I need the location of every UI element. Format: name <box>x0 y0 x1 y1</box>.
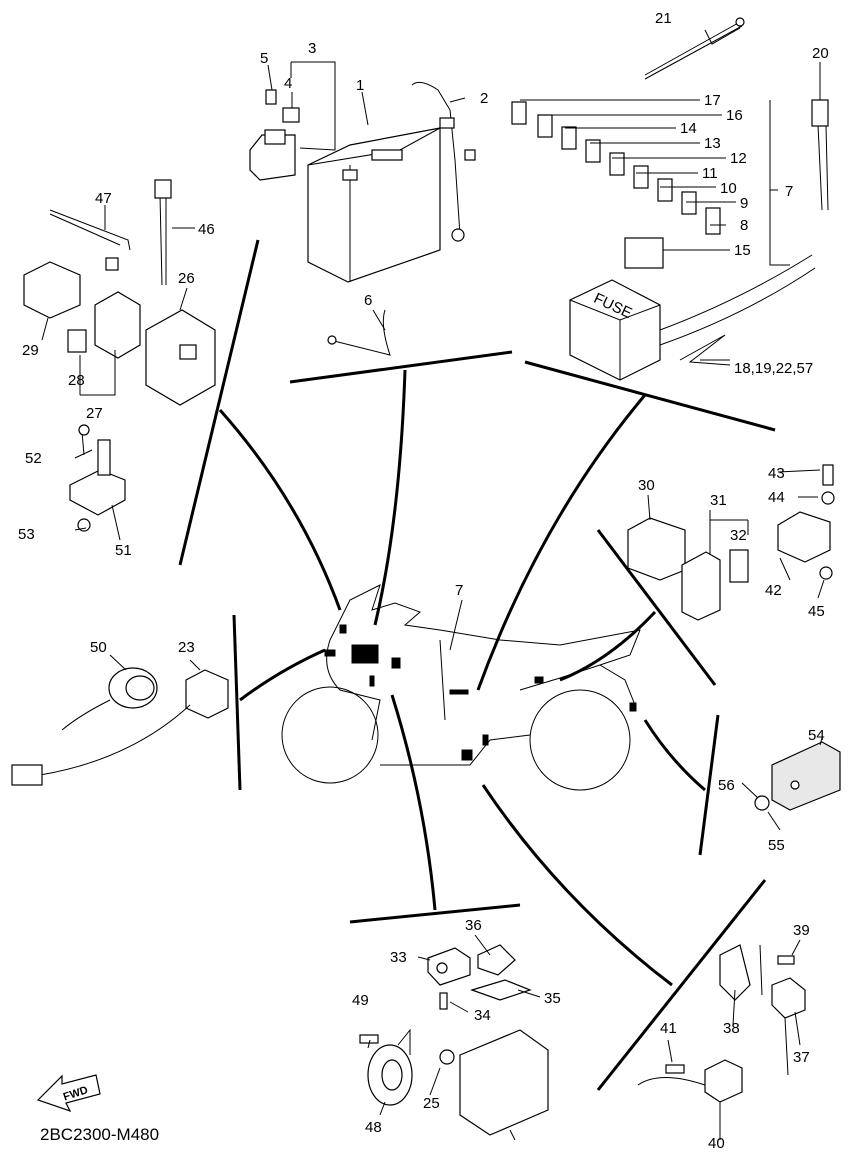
sensor-42 <box>777 464 835 580</box>
bracket-36 <box>470 944 532 1001</box>
callout-23: 23 <box>178 639 195 656</box>
callout-39: 39 <box>793 922 810 939</box>
callout-41: 41 <box>660 1020 677 1037</box>
callout-6: 6 <box>364 292 372 309</box>
sensor-23 <box>11 669 229 786</box>
reflector-54 <box>754 741 841 811</box>
callout-47: 47 <box>95 190 112 207</box>
callout-16: 16 <box>726 107 743 124</box>
callout-51: 51 <box>115 542 132 559</box>
callout-4: 4 <box>284 75 292 92</box>
callout-28: 28 <box>68 372 85 389</box>
callout-26: 26 <box>178 270 195 287</box>
callout-32: 32 <box>730 527 747 544</box>
callout-54: 54 <box>808 727 825 744</box>
band-46 <box>154 179 172 286</box>
callout-labels: 1 2 3 4 5 6 7 7 8 9 10 11 12 13 14 15 16… <box>18 10 829 1152</box>
group-frames <box>178 239 776 1091</box>
callout-leaders <box>41 27 825 1141</box>
sensor-51 <box>69 424 126 532</box>
callout-56: 56 <box>718 777 735 794</box>
ecu-25 <box>439 1029 549 1136</box>
callout-43: 43 <box>768 465 785 482</box>
band-21 <box>644 17 745 80</box>
sensor-37 <box>759 944 806 1076</box>
callout-14: 14 <box>680 120 697 137</box>
callout-10: 10 <box>720 180 737 197</box>
callout-3: 3 <box>308 40 316 57</box>
rear-wheel <box>529 689 631 791</box>
relay-31 <box>681 551 721 621</box>
callout-38: 38 <box>723 1020 740 1037</box>
wire-bracket-47 <box>49 209 131 271</box>
callout-9: 9 <box>740 195 748 212</box>
callout-29: 29 <box>22 342 39 359</box>
callout-48: 48 <box>365 1119 382 1136</box>
callout-21: 21 <box>655 10 672 27</box>
callout-2: 2 <box>480 90 488 107</box>
callout-50: 50 <box>90 639 107 656</box>
callout-33: 33 <box>390 949 407 966</box>
callout-18: 18,19,22,57 <box>734 360 813 377</box>
callout-8: 8 <box>740 217 748 234</box>
callout-53: 53 <box>18 526 35 543</box>
callout-7-fuse: 7 <box>785 183 793 200</box>
callout-55: 55 <box>768 837 785 854</box>
callout-17: 17 <box>704 92 721 109</box>
callout-35: 35 <box>544 990 561 1007</box>
callout-7-harness: 7 <box>455 582 463 599</box>
relay-28 <box>67 291 141 359</box>
battery-cable <box>411 81 476 242</box>
starter-relay <box>249 89 300 181</box>
callout-40: 40 <box>708 1135 725 1152</box>
callout-52: 52 <box>25 450 42 467</box>
fuses <box>511 101 721 269</box>
callout-30: 30 <box>638 477 655 494</box>
front-wheel <box>281 686 379 784</box>
connector-32 <box>729 549 749 583</box>
callout-36: 36 <box>465 917 482 934</box>
band-20 <box>811 99 829 211</box>
bracket-33 <box>427 947 471 986</box>
callout-1: 1 <box>356 77 364 94</box>
battery <box>307 127 441 283</box>
callout-34: 34 <box>474 1007 491 1024</box>
callout-46: 46 <box>198 221 215 238</box>
diagram-code: 2BC2300-M480 <box>40 1125 159 1144</box>
callout-25: 25 <box>423 1095 440 1112</box>
bracket-38 <box>719 944 751 1001</box>
callout-42: 42 <box>765 582 782 599</box>
battery-mark <box>351 644 379 664</box>
callout-49: 49 <box>352 992 369 1009</box>
bolt-39 <box>777 955 795 965</box>
callout-5: 5 <box>260 50 268 67</box>
cable-tie <box>679 334 731 366</box>
sensor-40 <box>637 1059 743 1103</box>
relay-29 <box>23 261 81 319</box>
bolt-41 <box>665 1064 685 1074</box>
callout-20: 20 <box>812 45 829 62</box>
relay-26 <box>145 309 216 406</box>
callout-27: 27 <box>86 405 103 422</box>
leader-curves <box>218 369 706 987</box>
horn-48 <box>359 1028 413 1106</box>
callout-31: 31 <box>710 492 727 509</box>
callout-13: 13 <box>704 135 721 152</box>
callout-12: 12 <box>730 150 747 167</box>
callout-37: 37 <box>793 1049 810 1066</box>
bolt-34 <box>439 992 448 1010</box>
relay-30 <box>627 517 686 581</box>
cable-clamp <box>327 309 391 356</box>
callout-11: 11 <box>702 165 718 182</box>
callout-45: 45 <box>808 603 825 620</box>
callout-15: 15 <box>734 242 751 259</box>
callout-44: 44 <box>768 489 785 506</box>
motorcycle-outline <box>281 584 641 791</box>
fuse-box: FUSE <box>569 254 816 381</box>
fwd-arrow: FWD <box>36 1074 101 1113</box>
sensor-50 <box>61 667 158 731</box>
